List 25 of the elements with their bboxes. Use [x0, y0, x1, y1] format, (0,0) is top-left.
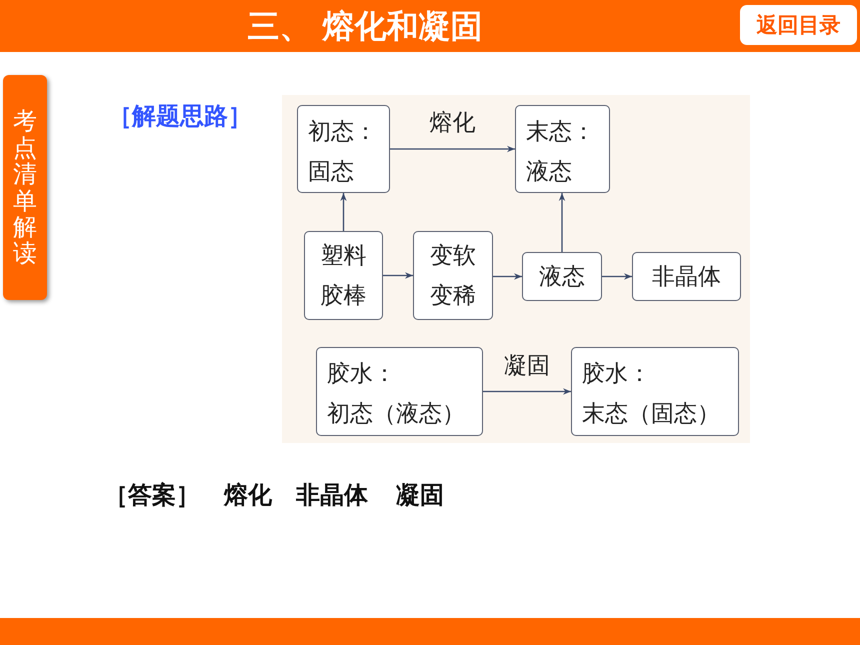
- process-box: 液态: [522, 252, 602, 301]
- slide-title: 三、 熔化和凝固: [246, 6, 484, 47]
- arrow: [390, 146, 515, 152]
- edge-label: 凝固: [503, 352, 551, 380]
- arrow: [602, 273, 632, 280]
- arrow: [493, 273, 522, 280]
- answer-text: 非晶体: [296, 480, 369, 511]
- process-box: 胶水： 末态（固态）: [571, 347, 739, 436]
- answer-text: 熔化: [224, 480, 273, 511]
- process-box: 塑料胶棒: [304, 231, 383, 320]
- back-to-contents-button: 返回目录: [740, 5, 857, 45]
- arrow: [340, 193, 347, 231]
- process-box: 非晶体: [632, 252, 741, 301]
- answer-text: 凝固: [396, 480, 445, 511]
- process-box: 初态： 固态: [297, 105, 390, 193]
- process-box: 胶水： 初态（液态）: [316, 347, 483, 436]
- side-tab: 考点清单解读: [3, 75, 47, 300]
- answer-heading: ［答案］: [104, 480, 201, 511]
- process-box: 末态： 液态: [515, 105, 610, 193]
- edge-label: 熔化: [428, 109, 476, 138]
- arrow: [558, 193, 566, 252]
- arrow: [383, 272, 413, 279]
- section-heading: ［解题思路］: [108, 101, 253, 132]
- process-box: 变软变稀: [413, 231, 493, 320]
- arrow: [483, 388, 571, 395]
